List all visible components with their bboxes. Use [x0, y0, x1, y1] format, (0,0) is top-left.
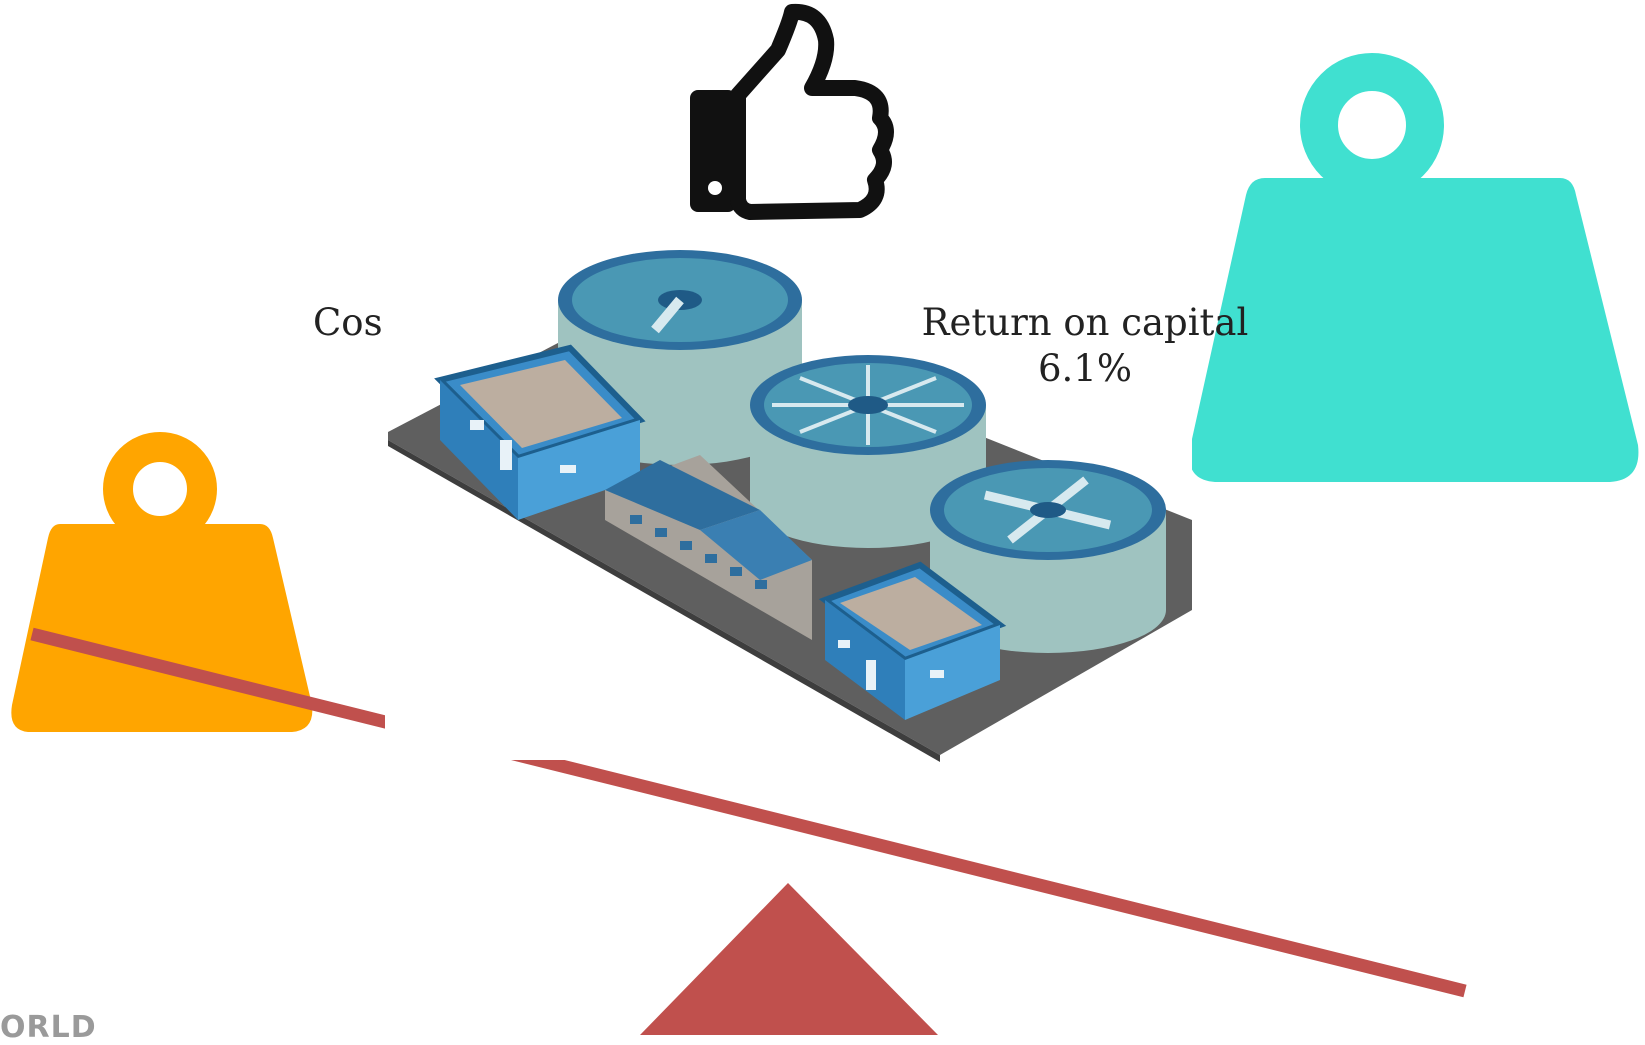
fulcrum-triangle — [640, 883, 938, 1035]
brand-logo-text: ORLD — [0, 1010, 97, 1045]
thumbs-up-icon — [690, 3, 894, 220]
right-weight-icon — [1189, 53, 1639, 482]
left-weight-label: Cos — [313, 301, 383, 344]
right-weight-label: Return on capital 6.1% — [905, 300, 1265, 392]
right-weight-label-title: Return on capital — [921, 301, 1249, 344]
seesaw-beam — [30, 627, 1467, 998]
right-weight-label-value: 6.1% — [1038, 347, 1132, 390]
water-treatment-plant-icon — [385, 245, 1192, 762]
